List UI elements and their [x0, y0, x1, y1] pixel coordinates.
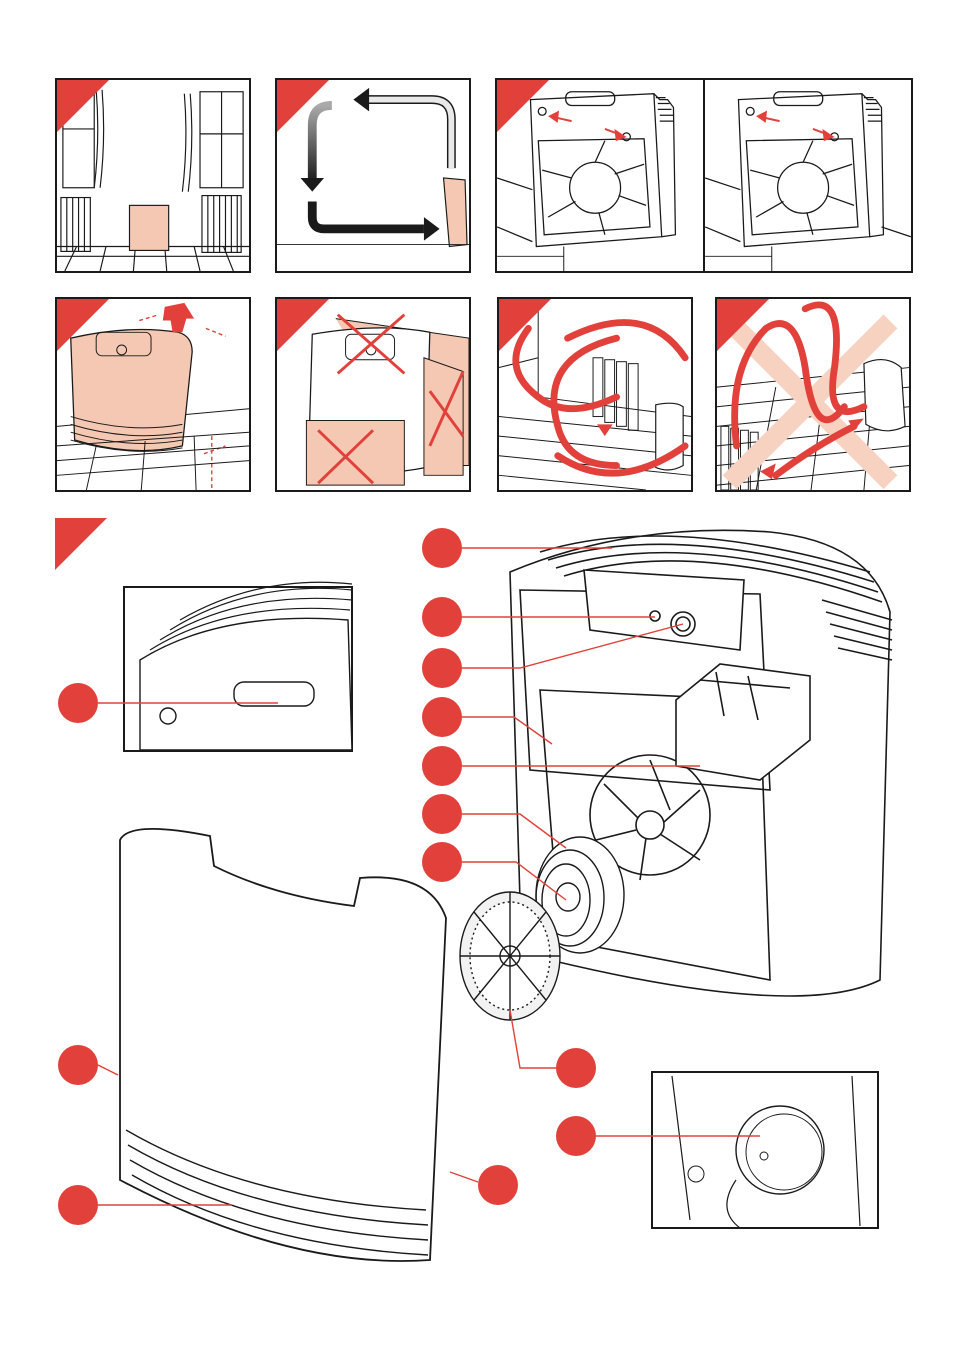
callout-air-outlet — [422, 528, 462, 568]
callout-handle — [58, 683, 98, 723]
callout-pre-filter — [556, 1048, 596, 1088]
callout-fan-detail — [556, 1116, 596, 1156]
callout-indicator-light — [422, 597, 462, 637]
pre-filter-graphic — [460, 892, 560, 1020]
handle-detail-inset — [124, 582, 352, 751]
callout-front-cover-side — [58, 1045, 98, 1085]
callout-main-filter — [422, 794, 462, 834]
fan-detail-inset — [652, 1072, 878, 1228]
callout-front-cover-edge — [478, 1165, 518, 1205]
callout-filter-holder — [422, 746, 462, 786]
callout-control-knob — [422, 648, 462, 688]
callout-front-cover-grille — [58, 1185, 98, 1225]
callout-filter-knob — [422, 842, 462, 882]
front-cover-graphic — [120, 829, 446, 1261]
callout-housing — [422, 697, 462, 737]
